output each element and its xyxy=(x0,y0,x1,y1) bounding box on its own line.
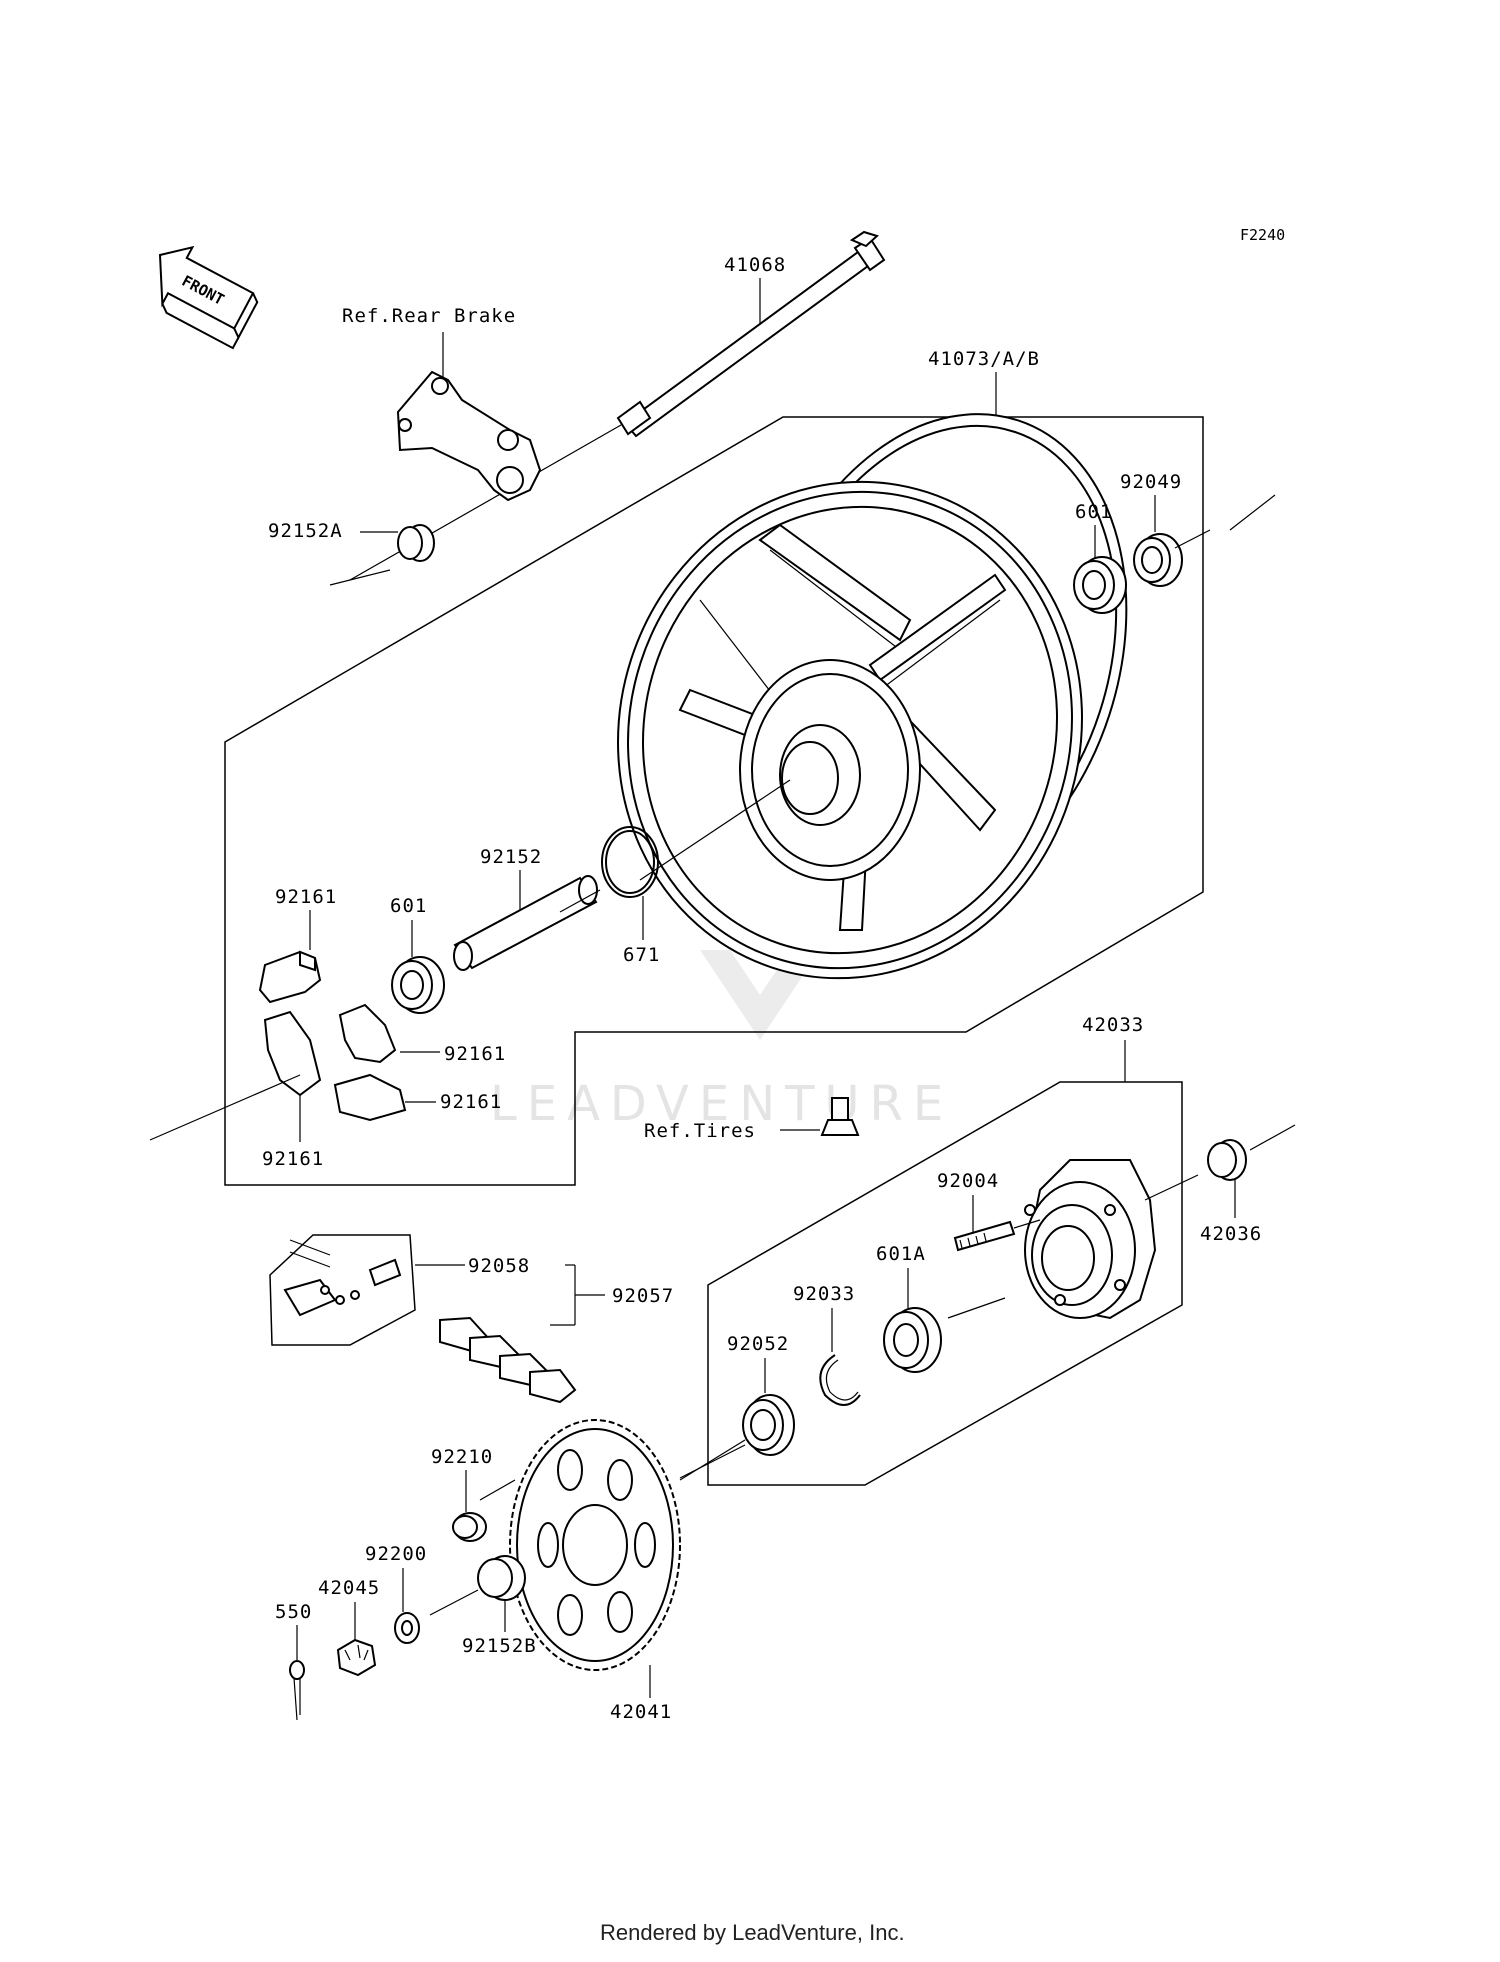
ref-tires: Ref.Tires xyxy=(644,1120,756,1142)
label-42041: 42041 xyxy=(610,1701,672,1723)
label-601A: 601A xyxy=(876,1243,926,1265)
sprocket-coupling-42033 xyxy=(947,1159,1199,1320)
rear-brake-bracket xyxy=(396,370,542,502)
seal-92049 xyxy=(1133,533,1183,587)
label-550: 550 xyxy=(275,1601,312,1623)
label-92161-b: 92161 xyxy=(444,1043,506,1065)
watermark-text: LEADVENTURE xyxy=(490,1076,953,1132)
label-92152B: 92152B xyxy=(462,1635,537,1657)
dampers-92161 xyxy=(149,950,407,1141)
label-601-upper: 601 xyxy=(1075,501,1112,523)
stud-92004 xyxy=(953,1220,1016,1252)
chain-92057 xyxy=(439,1316,577,1404)
label-41073: 41073/A/B xyxy=(928,348,1040,370)
wheel-group-outline xyxy=(224,416,1204,1186)
bearing-601A xyxy=(883,1307,942,1373)
front-arrow-icon: FRONT xyxy=(158,245,259,350)
label-92161-a: 92161 xyxy=(275,886,337,908)
cotter-pin-550 xyxy=(289,1660,305,1721)
label-92152: 92152 xyxy=(480,846,542,868)
nut-92210 xyxy=(452,1512,487,1542)
label-92049: 92049 xyxy=(1120,471,1182,493)
bearing-601-upper xyxy=(1073,556,1127,614)
watermark: LEADVENTURE xyxy=(490,950,953,1132)
hub-group-outline xyxy=(707,1081,1183,1486)
label-42033: 42033 xyxy=(1082,1014,1144,1036)
label-92004: 92004 xyxy=(937,1170,999,1192)
castle-nut-42045 xyxy=(336,1638,377,1677)
label-601-lower: 601 xyxy=(390,895,427,917)
label-671: 671 xyxy=(623,944,660,966)
bearing-601-lower xyxy=(391,956,445,1014)
label-92052: 92052 xyxy=(727,1333,789,1355)
washer-92200 xyxy=(394,1612,420,1644)
label-92057: 92057 xyxy=(612,1285,674,1307)
o-ring-671 xyxy=(601,826,659,898)
label-92033: 92033 xyxy=(793,1283,855,1305)
label-92152A: 92152A xyxy=(268,520,343,542)
seal-92052 xyxy=(742,1394,795,1456)
chain-joint-92058 xyxy=(269,1234,416,1346)
label-92200: 92200 xyxy=(365,1543,427,1565)
label-92161-d: 92161 xyxy=(262,1148,324,1170)
axle-41068 xyxy=(349,230,886,581)
label-92161-c: 92161 xyxy=(440,1091,502,1113)
sprocket-42041 xyxy=(479,1419,746,1671)
label-42045: 42045 xyxy=(318,1577,380,1599)
tire-valve xyxy=(820,1097,860,1136)
rear-wheel xyxy=(617,413,1128,980)
label-41068: 41068 xyxy=(724,254,786,276)
label-92058: 92058 xyxy=(468,1255,530,1277)
collar-42036 xyxy=(1207,1139,1247,1181)
diagram-code: F2240 xyxy=(1240,226,1285,244)
ref-rear-brake: Ref.Rear Brake xyxy=(342,305,516,327)
footer-credit: Rendered by LeadVenture, Inc. xyxy=(600,1920,905,1945)
label-92210: 92210 xyxy=(431,1446,493,1468)
label-42036: 42036 xyxy=(1200,1223,1262,1245)
collar-92152 xyxy=(453,875,598,971)
circlip-92033 xyxy=(819,1354,861,1406)
collar-92152B xyxy=(477,1555,526,1601)
spacer-92152A xyxy=(397,524,435,562)
